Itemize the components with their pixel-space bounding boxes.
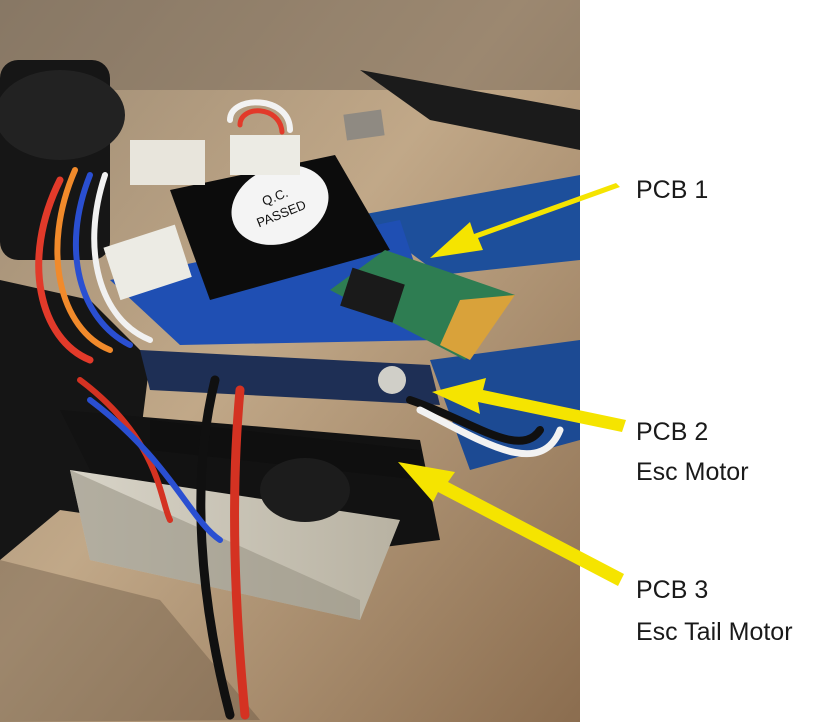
label-pcb1: PCB 1	[636, 176, 709, 204]
radio-chip	[340, 267, 405, 323]
electrical-tape-blob	[260, 458, 350, 522]
wire-bundle	[35, 99, 564, 720]
white-connector-left	[103, 224, 192, 301]
label-pcb3: PCB 3	[636, 576, 709, 604]
antenna-trace	[440, 295, 515, 360]
small-square-object	[343, 109, 385, 141]
white-connector-top-right	[230, 135, 300, 175]
tweezers	[360, 70, 580, 150]
label-pcb3-description: Esc Tail Motor	[636, 618, 793, 646]
label-pcb2-description: Esc Motor	[636, 458, 749, 486]
label-pcb2: PCB 2	[636, 418, 709, 446]
standoff	[378, 366, 406, 394]
qc-sticker	[231, 165, 329, 245]
battery-base	[70, 470, 360, 620]
white-connector-top	[130, 140, 205, 185]
pcb3-board	[150, 420, 420, 480]
drone-electronics-photo: Q.C. PASSED	[0, 0, 580, 722]
table-shadow-bottom	[0, 560, 260, 722]
motor-cap	[0, 70, 125, 160]
